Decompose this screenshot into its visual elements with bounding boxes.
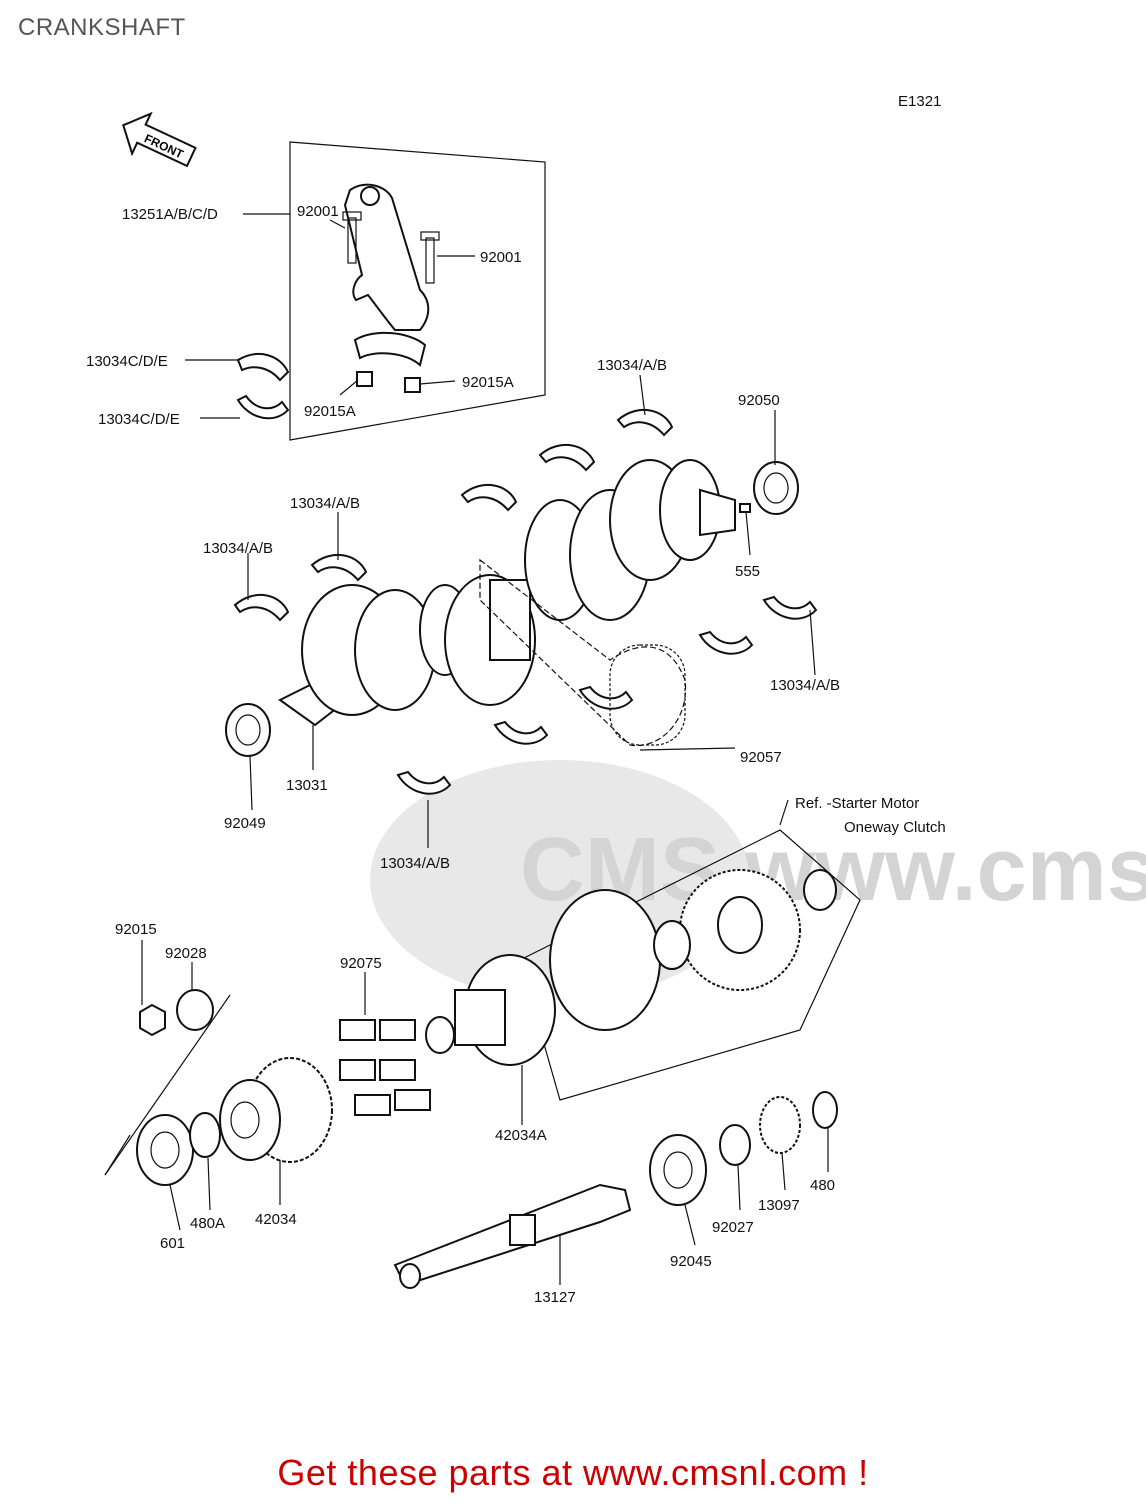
sprocket-42034-shape <box>219 1057 333 1163</box>
circlip-480a-shape <box>189 1112 221 1158</box>
gear-13097-shape <box>759 1096 801 1154</box>
starter-clutch-group <box>519 829 861 1101</box>
label-conrod-assy: 13251A/B/C/D <box>122 206 218 223</box>
oil-seal-left-shape <box>225 703 271 757</box>
rod-bearing-lower-shape <box>236 394 290 420</box>
hub-shape <box>425 954 556 1066</box>
label-main-bearing-right-lower: 13034/A/B <box>770 677 840 694</box>
main-bearing-right1-shape <box>698 630 754 655</box>
label-circlip-480a: 480A <box>190 1215 225 1232</box>
label-rod-bearing-lower: 13034C/D/E <box>98 411 180 428</box>
label-nut-right: 92015A <box>462 374 514 391</box>
label-sprocket-42034: 42034 <box>255 1211 297 1228</box>
label-main-bearing-mid: 13034/A/B <box>290 495 360 512</box>
main-bearing-bottom-shape <box>396 770 452 795</box>
label-bearing-601: 601 <box>160 1235 185 1252</box>
label-main-bearing-top: 13034/A/B <box>597 357 667 374</box>
nut-shape <box>139 1003 166 1037</box>
main-bearing-mid-shape <box>310 553 368 582</box>
label-starter-ref-line1: Ref. -Starter Motor <box>795 795 919 812</box>
main-bearing-upper2-shape <box>538 443 596 472</box>
bearing-601-shape <box>136 1114 194 1186</box>
bearing-92045-shape <box>649 1134 707 1206</box>
figure-code: E1321 <box>898 93 941 110</box>
front-arrow-icon: FRONT <box>122 111 197 168</box>
conrod-group <box>289 141 546 441</box>
footer-shop-link[interactable]: Get these parts at www.cmsnl.com ! <box>277 1452 869 1493</box>
label-damper-rubber: 92075 <box>340 955 382 972</box>
label-bolt-right: 92001 <box>480 249 522 266</box>
label-hub: 42034A <box>495 1127 547 1144</box>
main-bearing-low2-shape <box>493 720 549 745</box>
chain-sprocket-shape <box>609 644 686 746</box>
page-title: CRANKSHAFT <box>18 14 186 41</box>
crankshaft-shape <box>278 459 736 727</box>
label-shaft: 13127 <box>534 1289 576 1306</box>
label-collar-92027: 92027 <box>712 1219 754 1236</box>
label-chain: 92057 <box>740 749 782 766</box>
leader-lines <box>141 213 829 1285</box>
main-bearing-left-shape <box>233 593 290 622</box>
damper-rubbers-shape <box>339 1019 431 1116</box>
collar-shape <box>176 989 214 1031</box>
rod-bearing-upper-shape <box>236 353 290 382</box>
main-bearing-right2-shape <box>762 595 818 620</box>
label-gear-13097: 13097 <box>758 1197 800 1214</box>
label-oil-seal-left: 92049 <box>224 815 266 832</box>
main-bearing-low1-shape <box>578 685 634 710</box>
label-rod-bearing-upper: 13034C/D/E <box>86 353 168 370</box>
label-circlip-480: 480 <box>810 1177 835 1194</box>
label-bearing-92045: 92045 <box>670 1253 712 1270</box>
main-bearing-top-shape <box>616 408 674 437</box>
label-nut-left: 92015A <box>304 403 356 420</box>
label-collar: 92028 <box>165 945 207 962</box>
oil-seal-right-shape <box>753 461 799 515</box>
collar-92027-shape <box>719 1124 751 1166</box>
key-shape <box>739 503 751 513</box>
label-main-bearing-bottom: 13034/A/B <box>380 855 450 872</box>
label-starter-ref-line2: Oneway Clutch <box>844 819 946 836</box>
label-main-bearing-left: 13034/A/B <box>203 540 273 557</box>
label-bolt-left: 92001 <box>297 203 339 220</box>
shaft-shape <box>393 1183 632 1289</box>
label-oil-seal-right: 92050 <box>738 392 780 409</box>
label-key: 555 <box>735 563 760 580</box>
label-crankshaft: 13031 <box>286 777 328 794</box>
circlip-480-shape <box>812 1091 838 1129</box>
label-nut: 92015 <box>115 921 157 938</box>
main-bearing-upper1-shape <box>460 483 518 512</box>
